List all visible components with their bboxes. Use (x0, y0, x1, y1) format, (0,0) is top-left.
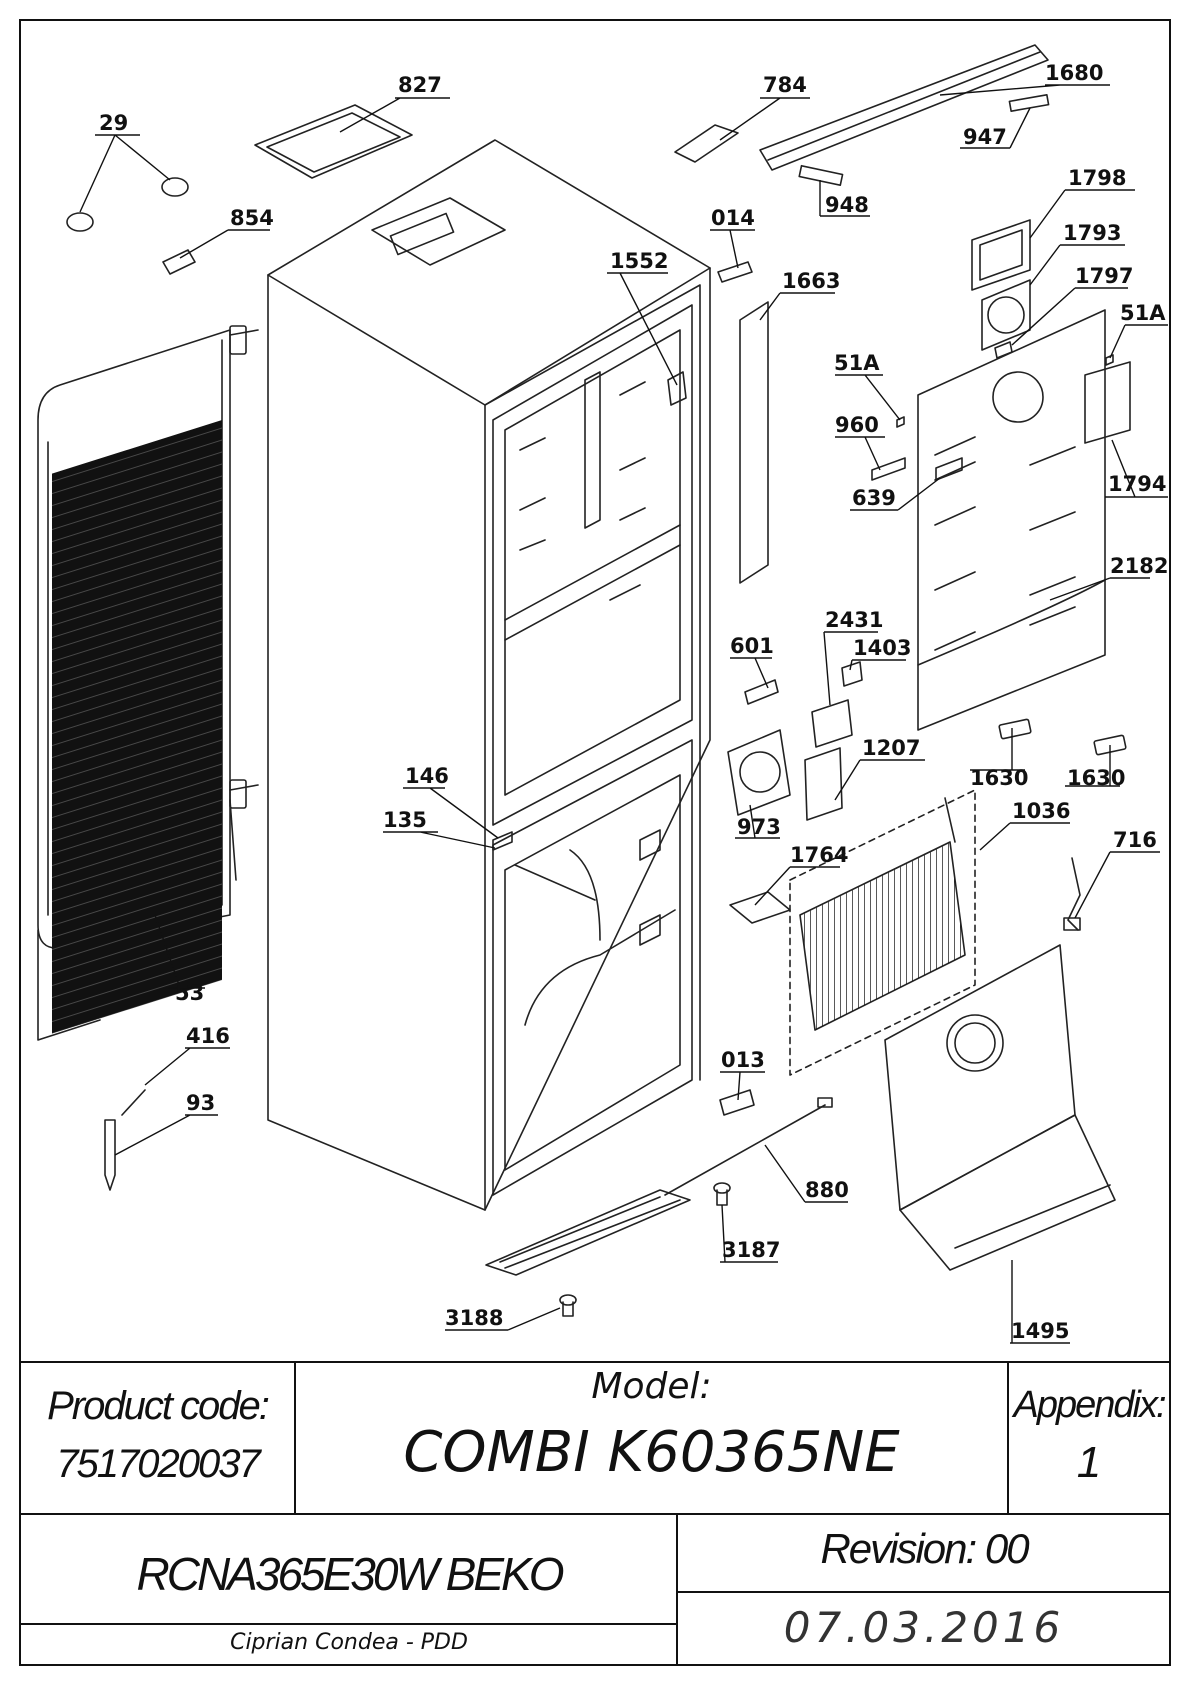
label-960: 960 (835, 413, 879, 437)
part-1764-drawing (729, 891, 791, 924)
clamp-drawing (66, 177, 189, 232)
label-3187: 3187 (722, 1238, 780, 1262)
cable-716-drawing (1067, 857, 1081, 931)
heater-880-drawing (485, 1097, 833, 1276)
label-51a-right: 51A (1120, 301, 1166, 325)
appendix-value: 1 (1076, 1438, 1102, 1487)
hinge-014-drawing (717, 261, 753, 283)
label-1630a: 1630 (970, 766, 1028, 790)
label-53: 53 (175, 981, 204, 1005)
part-1630b-drawing (1093, 734, 1127, 756)
label-947: 947 (963, 125, 1007, 149)
label-827: 827 (398, 73, 442, 97)
label-880: 880 (805, 1178, 849, 1202)
clip-51a-right-drawing (1105, 354, 1114, 366)
cover-827-drawing (254, 104, 413, 179)
label-3188: 3188 (445, 1306, 503, 1330)
foot-3187-drawing (713, 1182, 731, 1206)
label-948: 948 (825, 193, 869, 217)
label-2182: 2182 (1110, 554, 1168, 578)
part-1207-drawing (804, 747, 843, 821)
label-639: 639 (852, 486, 896, 510)
label-51a-left: 51A (834, 351, 880, 375)
clip-51a-left-drawing (896, 416, 905, 428)
tube-416-drawing (121, 1089, 146, 1116)
label-1797: 1797 (1075, 264, 1133, 288)
strip-1663-drawing (739, 301, 769, 584)
label-013: 013 (721, 1048, 765, 1072)
label-973: 973 (737, 815, 781, 839)
part-947-drawing (1008, 93, 1050, 113)
frame-1798-drawing (971, 219, 1031, 291)
plug-drawing (162, 249, 196, 275)
label-1403: 1403 (853, 636, 911, 660)
foot-3188-drawing (559, 1294, 577, 1317)
part-1630a-drawing (998, 718, 1032, 740)
label-1495: 1495 (1011, 1319, 1069, 1343)
fan-1793-drawing (981, 279, 1031, 351)
revision: Revision: 00 (820, 1525, 1029, 1572)
label-135: 135 (383, 808, 427, 832)
cover-1495-drawing (884, 944, 1116, 1271)
hinge-013-drawing (719, 1089, 755, 1116)
label-601: 601 (730, 634, 774, 658)
label-1552: 1552 (610, 249, 668, 273)
author: Ciprian Condea - PDD (230, 1630, 468, 1655)
label-1036: 1036 (1012, 799, 1070, 823)
appendix-label: Appendix: (1013, 1384, 1166, 1426)
connector-716-drawing (1063, 917, 1081, 931)
board-784-drawing (674, 124, 739, 163)
label-716: 716 (1113, 828, 1157, 852)
label-1207: 1207 (862, 736, 920, 760)
label-2431: 2431 (825, 608, 883, 632)
bracket-601-drawing (744, 679, 779, 705)
date: 07.03.2016 (783, 1603, 1065, 1652)
part-948-drawing (798, 164, 844, 187)
part-639-drawing (935, 457, 963, 481)
part-2431-drawing (811, 699, 853, 748)
label-1764: 1764 (790, 843, 848, 867)
part-146-drawing (492, 831, 513, 851)
profile-1680-drawing (759, 44, 1049, 171)
drier-93-drawing (104, 1119, 116, 1191)
model-value: COMBI K60365NE (403, 1420, 900, 1485)
part-1552-drawing (667, 371, 687, 406)
label-93: 93 (186, 1091, 215, 1115)
label-014: 014 (711, 206, 755, 230)
label-1794: 1794 (1108, 472, 1166, 496)
evaporator-1036-drawing (789, 789, 976, 1076)
label-1680: 1680 (1045, 61, 1103, 85)
part-960-drawing (871, 457, 906, 481)
label-854: 854 (230, 206, 274, 230)
label-146: 146 (405, 764, 449, 788)
label-29: 29 (99, 111, 128, 135)
product-code-value: 7517020037 (56, 1442, 260, 1486)
model-code: RCNA365E30W BEKO (136, 1548, 565, 1600)
condenser-drawing (37, 325, 259, 1041)
label-1630b: 1630 (1067, 766, 1125, 790)
title-block-grid (20, 1361, 1170, 1665)
plate-1794-drawing (1084, 361, 1131, 444)
product-code-label: Product code: (47, 1384, 270, 1428)
cabinet-drawing (267, 139, 711, 1211)
label-1793: 1793 (1063, 221, 1121, 245)
sheet-frame (19, 19, 1171, 1666)
label-1663: 1663 (782, 269, 840, 293)
label-784: 784 (763, 73, 807, 97)
label-416: 416 (186, 1024, 230, 1048)
panel-2182-drawing (917, 309, 1106, 731)
model-label: Model: (591, 1366, 712, 1407)
label-1798: 1798 (1068, 166, 1126, 190)
fan-motor-973-drawing (727, 729, 791, 816)
part-1403-drawing (841, 661, 863, 687)
